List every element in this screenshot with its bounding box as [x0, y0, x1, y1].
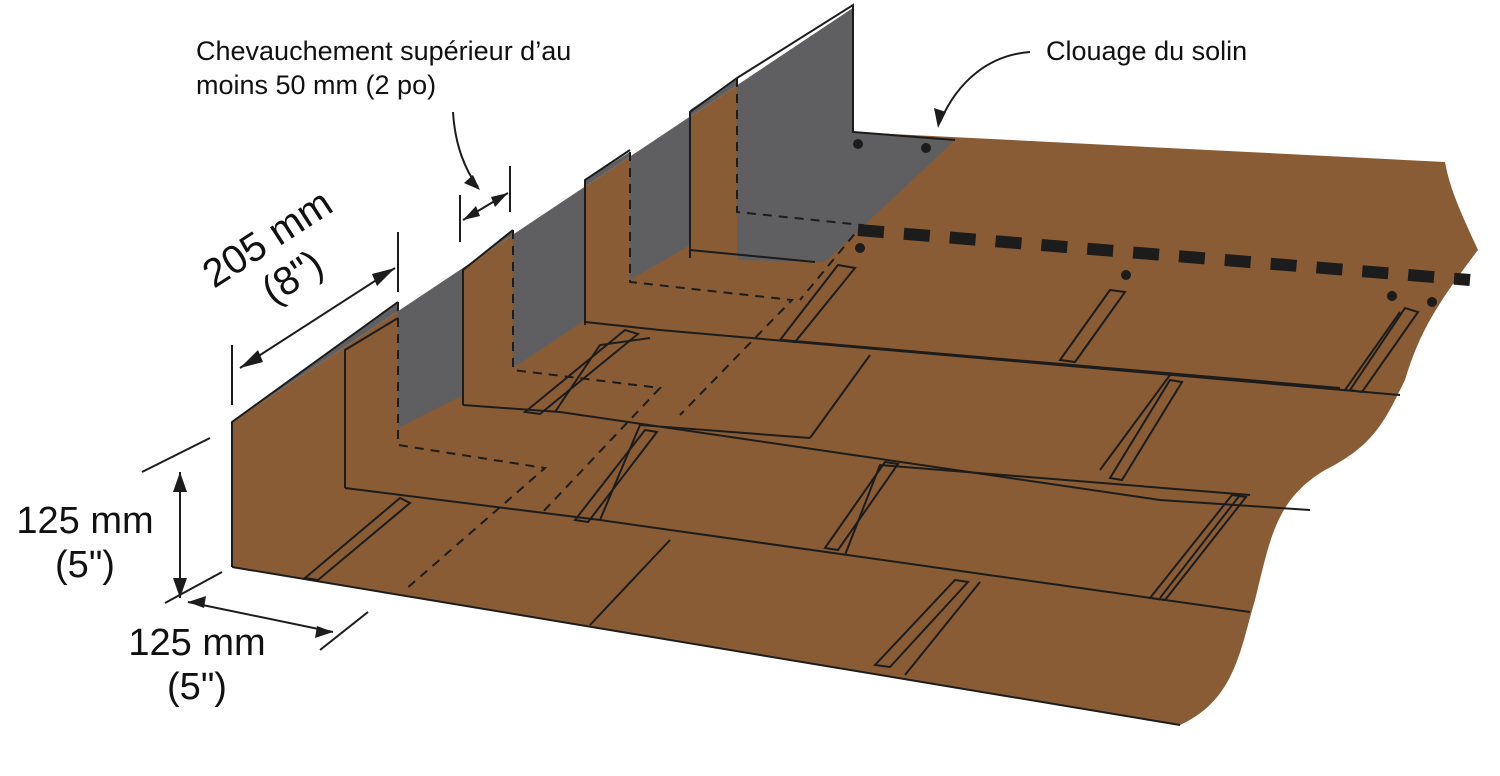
course-line [1344, 311, 1401, 391]
dimension-lines [141, 51, 1031, 651]
dimension-extension [164, 571, 223, 604]
shingle-slot [823, 460, 900, 552]
course-line [584, 321, 1401, 396]
nail [855, 243, 865, 253]
flashing-piece-outline [584, 149, 631, 325]
course-line [781, 339, 1341, 389]
arrowhead [372, 268, 395, 286]
hidden-flashing-edges [397, 78, 864, 591]
arrowheads [173, 108, 946, 638]
course-line [1099, 374, 1171, 471]
hidden-edge [397, 302, 548, 591]
shingle-slot [522, 328, 641, 416]
arrowhead [491, 193, 508, 207]
flashing-outlines [231, 3, 956, 567]
flashing-wall [232, 8, 955, 567]
hidden-edge [629, 152, 795, 416]
nailing-line [857, 224, 1471, 286]
shingle-slot [778, 263, 857, 344]
nail [853, 139, 863, 149]
nail [1427, 297, 1437, 307]
course-line [844, 463, 1251, 556]
hidden-edge [736, 78, 864, 301]
horizontal-leg-imperial: (5") [167, 665, 227, 708]
shingle-slot [872, 578, 971, 669]
shingle-slot [1148, 493, 1248, 602]
flashing-piece-outline [231, 301, 399, 567]
arrowhead [173, 578, 187, 598]
course-line [589, 539, 671, 626]
overlap-label-line2: moins 50 mm (2 po) [196, 70, 437, 100]
flashing-piece-outline [689, 77, 738, 258]
arrowhead [173, 472, 187, 492]
shingle-roof-surface [232, 8, 1478, 725]
horizontal-leg-dimension [187, 601, 334, 633]
nail [921, 143, 931, 153]
dimension-extension [319, 611, 369, 651]
vertical-leg-label: 125 mm (5") [0, 500, 170, 587]
hidden-edge [512, 230, 663, 516]
course-line [904, 581, 981, 676]
overlap-leader [452, 111, 479, 188]
nails [853, 139, 1437, 307]
flashing-piece-outline [344, 317, 399, 488]
arrowhead [240, 350, 263, 368]
arrowhead [315, 626, 333, 638]
nailing-leader [939, 51, 1031, 123]
course-line [231, 566, 1181, 726]
nail [1121, 270, 1131, 280]
arrowhead [464, 175, 480, 190]
horizontal-leg-label: 125 mm (5") [108, 622, 286, 709]
course-line [1159, 494, 1241, 599]
nail [1387, 291, 1397, 301]
shingle-slot [1348, 306, 1420, 394]
flashing-piece-outline [462, 229, 514, 405]
vertical-leg-imperial: (5") [55, 543, 115, 586]
shingle-slot [302, 496, 412, 582]
arrowhead [934, 108, 946, 128]
arrowhead [188, 596, 206, 608]
shingle-slots [302, 263, 1420, 669]
course-line [689, 249, 816, 263]
shingle-slot [1108, 378, 1184, 482]
course-line [809, 354, 871, 439]
nailing-label: Clouage du solin [1046, 36, 1248, 66]
course-line [462, 404, 1311, 511]
dimension-extension [141, 437, 211, 473]
vertical-leg-value: 125 mm [16, 500, 154, 542]
arrowhead [463, 206, 480, 220]
flashing-top-edge [736, 3, 956, 141]
overlap-label-line1: Chevauchement supérieur d’au [196, 36, 572, 66]
horizontal-leg-value: 125 mm [128, 622, 266, 664]
step-length-dimension [239, 267, 396, 369]
shingle-slot [1058, 288, 1127, 364]
shingle-slot [573, 428, 659, 524]
